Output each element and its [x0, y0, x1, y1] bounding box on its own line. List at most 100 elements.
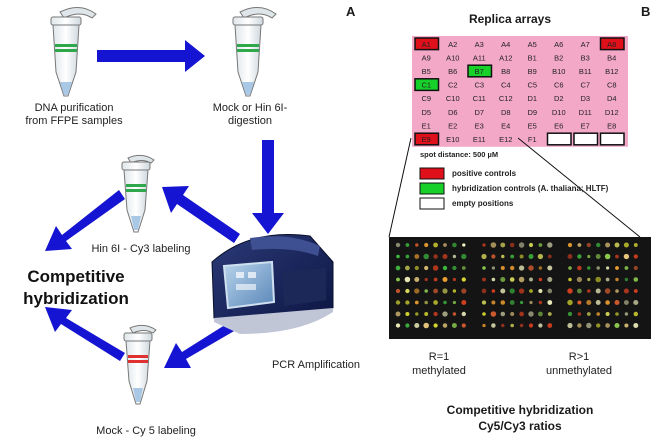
- fluorescence-spot: [568, 277, 572, 282]
- fluorescence-spot: [482, 277, 486, 282]
- fluorescence-spot: [500, 288, 506, 294]
- fluorescence-spot: [538, 288, 543, 294]
- fluorescence-spot: [633, 289, 638, 293]
- fluorescence-spot: [424, 277, 428, 282]
- fluorescence-spot: [518, 242, 525, 248]
- fluorescence-spot: [547, 300, 553, 305]
- fluorescence-spot: [491, 277, 496, 282]
- fluorescence-spot: [424, 265, 429, 271]
- fluorescence-spot: [491, 254, 496, 259]
- fluorescence-spot: [396, 254, 400, 259]
- array-cell-label: D4: [607, 94, 617, 103]
- fluorescence-spot: [395, 265, 401, 271]
- fluorescence-spot: [538, 243, 543, 247]
- fluorescence-spot: [624, 312, 629, 316]
- array-cell-label: D10: [552, 108, 566, 117]
- fluorescence-spot: [414, 265, 419, 271]
- fluorescence-spot: [433, 242, 438, 248]
- fluorescence-spot: [405, 288, 410, 294]
- fluorescence-spot: [623, 242, 629, 248]
- fluorescence-spot: [443, 300, 447, 305]
- array-cell-label: A2: [448, 40, 457, 49]
- fluorescence-spot: [405, 300, 410, 305]
- fluorescence-spot: [509, 288, 515, 294]
- fluorescence-spot: [528, 254, 534, 259]
- fluorescence-spot: [501, 323, 505, 328]
- fluorescence-spot: [529, 300, 533, 305]
- arrow-down-left-icon: [45, 190, 125, 251]
- array-cell-label: E11: [473, 135, 486, 144]
- array-cell-label: F1: [528, 135, 537, 144]
- arrow-up-left-icon: [162, 186, 240, 243]
- fluorescence-spot: [605, 242, 611, 248]
- zoom-line-left: [388, 137, 412, 238]
- step-pcr: PCR Amplification: [271, 359, 361, 371]
- legend-hybridization-label: hybridization controls (A. thaliana; HLT…: [452, 184, 609, 193]
- fluorescence-spot: [395, 311, 401, 317]
- fluorescence-spot: [443, 243, 447, 247]
- fluorescence-spot: [414, 254, 420, 259]
- fluorescence-spot: [586, 242, 591, 248]
- array-cell-label: D8: [501, 108, 511, 117]
- array-cell-label: C10: [446, 94, 460, 103]
- fluorescence-spot: [452, 300, 457, 305]
- array-cell-label: E12: [499, 135, 512, 144]
- array-cell-label: C2: [448, 81, 458, 90]
- fluorescence-spot: [490, 311, 497, 317]
- array-cell-label: C8: [607, 81, 617, 90]
- fluorescence-spot: [461, 323, 466, 328]
- fluorescence-spot: [615, 289, 619, 293]
- fluorescence-spot: [528, 242, 534, 248]
- tube-digestion-icon: [232, 7, 277, 97]
- array-cell-label: E10: [446, 135, 459, 144]
- fluorescence-spot: [633, 254, 638, 259]
- fluorescence-spot: [615, 266, 619, 270]
- array-cell-label: C6: [554, 81, 564, 90]
- fluorescence-spot: [595, 300, 601, 305]
- fluorescence-spot: [615, 312, 619, 316]
- fluorescence-spot: [423, 253, 429, 260]
- fluorescence-spot: [424, 300, 428, 305]
- fluorescence-spot: [596, 266, 600, 270]
- fluorescence-spot: [567, 322, 573, 329]
- fluorescence-spot: [605, 266, 610, 270]
- array-cell-label: C5: [527, 81, 537, 90]
- fluorescence-spot: [482, 312, 486, 316]
- array-cell-label: D9: [527, 108, 537, 117]
- fluorescence-spot: [537, 311, 543, 317]
- fluorescence-spot: [415, 243, 419, 247]
- fluorescence-spot: [461, 311, 466, 317]
- fluorescence-spot: [547, 323, 553, 328]
- fluorescence-spot: [461, 300, 467, 305]
- fluorescence-spot: [432, 265, 439, 271]
- fluorescence-spot: [442, 265, 448, 271]
- fluorescence-spot: [491, 289, 496, 293]
- panel-label-a: A: [346, 4, 356, 19]
- step-digestion: Mock or Hin 6I- digestion: [212, 102, 288, 127]
- fluorescence-spot: [442, 277, 448, 282]
- fluorescence-spot: [395, 242, 401, 248]
- fluorescence-spot: [424, 289, 428, 293]
- array-cell-label: D11: [579, 108, 592, 117]
- fluorescence-spot: [577, 254, 582, 259]
- array-cell-label: E9: [422, 135, 431, 144]
- array-cell-label: D3: [580, 94, 590, 103]
- fluorescence-spot: [519, 323, 524, 328]
- fluorescence-spot: [491, 266, 496, 270]
- arrow-right-icon: [97, 40, 205, 72]
- fluorescence-spot: [481, 288, 487, 294]
- competitive-hybridization-title: Competitive hybridization: [23, 267, 129, 308]
- step-purification: DNA purification from FFPE samples: [25, 102, 123, 127]
- array-cell-label: A9: [422, 53, 431, 62]
- fluorescence-spot: [567, 242, 573, 248]
- array-cell-label: C1: [421, 81, 431, 90]
- fluorescence-spot: [518, 276, 525, 283]
- fluorescence-spot: [547, 288, 553, 294]
- array-cell-label: B5: [422, 67, 431, 76]
- fluorescence-spot: [586, 322, 592, 329]
- fluorescence-spot: [604, 288, 611, 294]
- fluorescence-spot: [462, 243, 466, 247]
- array-cell-label: B2: [554, 53, 563, 62]
- fluorescence-spot: [623, 300, 629, 305]
